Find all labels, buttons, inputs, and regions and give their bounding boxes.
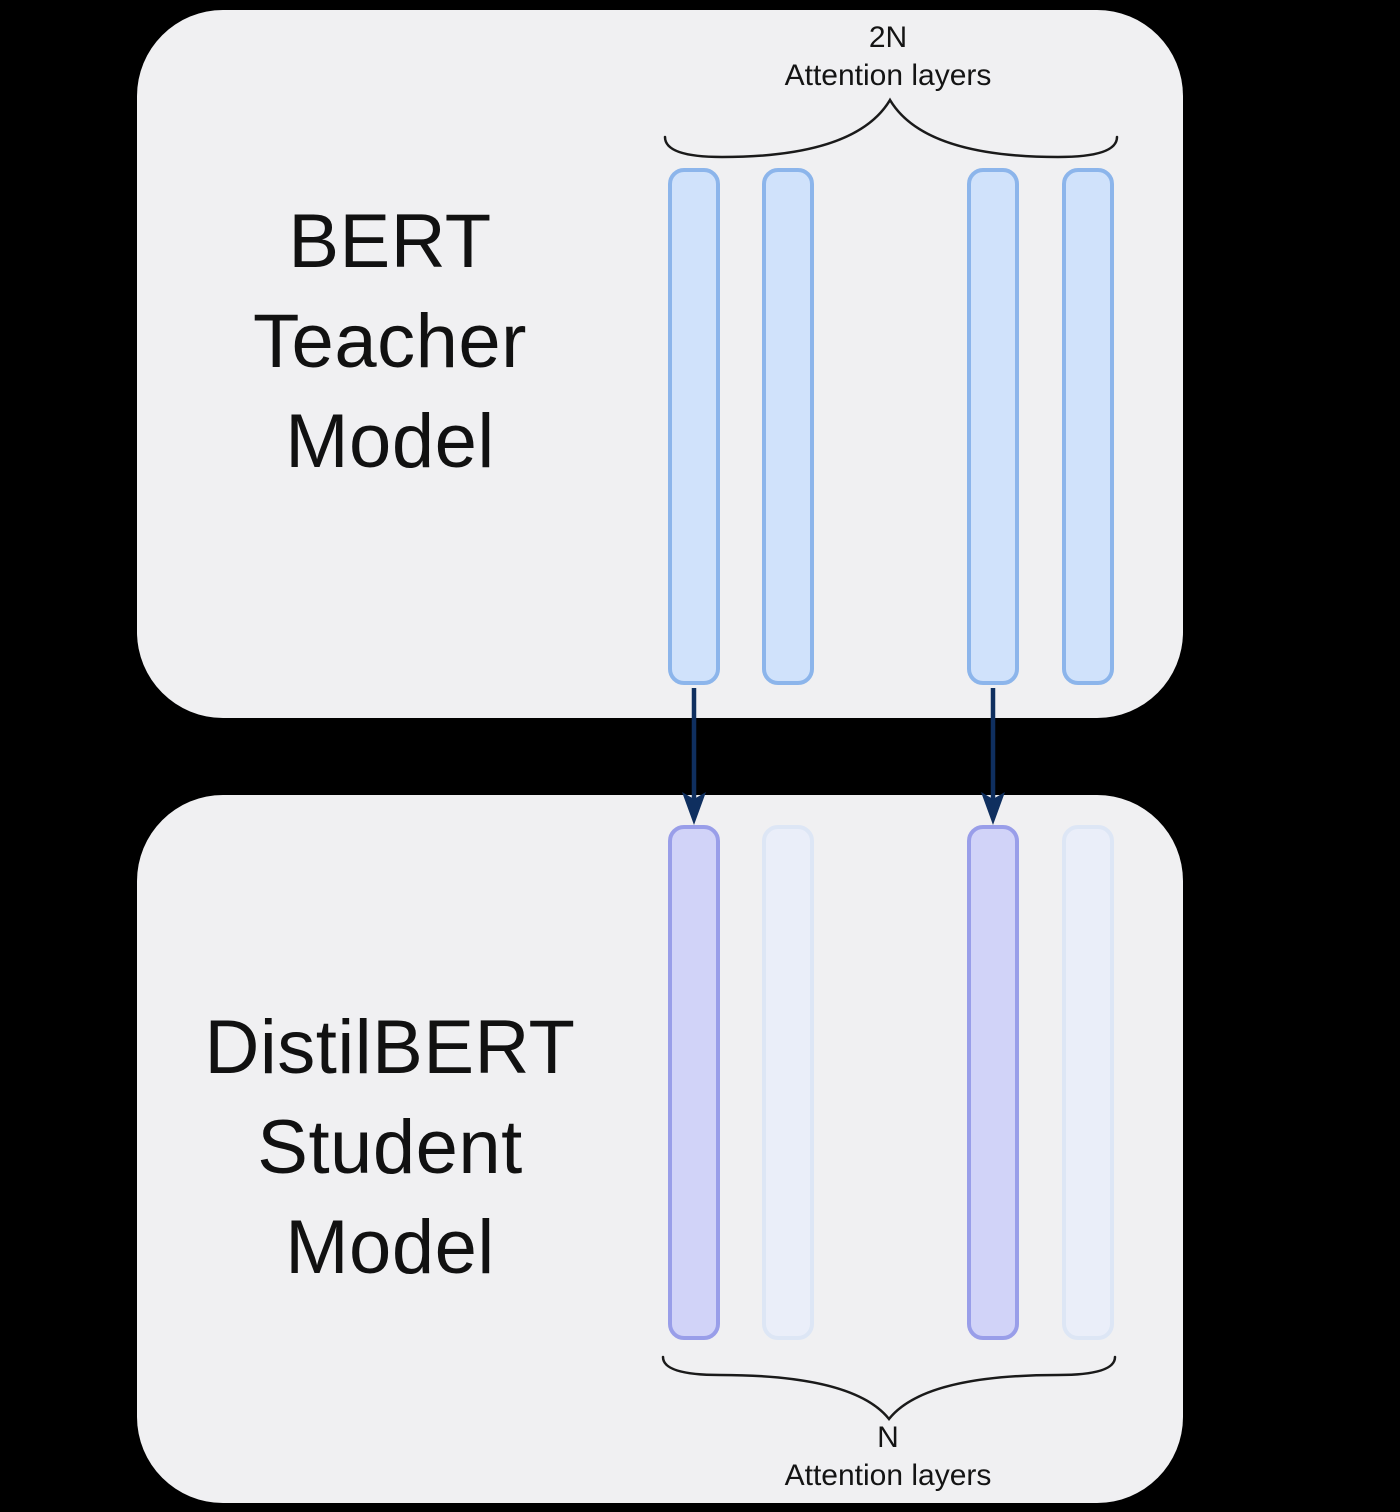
teacher-title-line-3: Model bbox=[285, 399, 495, 484]
student-faded-layer-bar-2 bbox=[762, 825, 814, 1340]
student-faded-layer-bar-4 bbox=[1062, 825, 1114, 1340]
teacher-title-line-2: Teacher bbox=[253, 299, 527, 384]
teacher-attention-layer-bar-2 bbox=[762, 168, 814, 685]
student-title-line-3: Model bbox=[285, 1205, 495, 1290]
distilbert-student-card: DistilBERT Student Model N Attention lay… bbox=[137, 795, 1183, 1503]
teacher-attention-layer-bar-4 bbox=[1062, 168, 1114, 685]
student-title: DistilBERT Student Model bbox=[137, 998, 643, 1298]
teacher-attention-layers-label: Attention layers bbox=[784, 59, 992, 92]
bert-teacher-card: BERT Teacher Model 2N Attention layers bbox=[137, 10, 1183, 718]
teacher-layer-count-label: 2N bbox=[868, 21, 908, 54]
student-layer-count-label: N bbox=[877, 1421, 899, 1454]
teacher-title-line-1: BERT bbox=[288, 199, 492, 284]
student-attention-layer-bar-3 bbox=[967, 825, 1019, 1340]
student-attention-layers-label: Attention layers bbox=[784, 1459, 992, 1492]
student-title-line-2: Student bbox=[257, 1105, 523, 1190]
teacher-brace-label: 2N Attention layers bbox=[688, 19, 1088, 95]
teacher-title: BERT Teacher Model bbox=[137, 192, 643, 492]
student-brace-label: N Attention layers bbox=[688, 1419, 1088, 1495]
student-attention-layer-bar-1 bbox=[668, 825, 720, 1340]
student-title-line-1: DistilBERT bbox=[204, 1005, 576, 1090]
teacher-attention-layer-bar-1 bbox=[668, 168, 720, 685]
teacher-attention-layer-bar-3 bbox=[967, 168, 1019, 685]
